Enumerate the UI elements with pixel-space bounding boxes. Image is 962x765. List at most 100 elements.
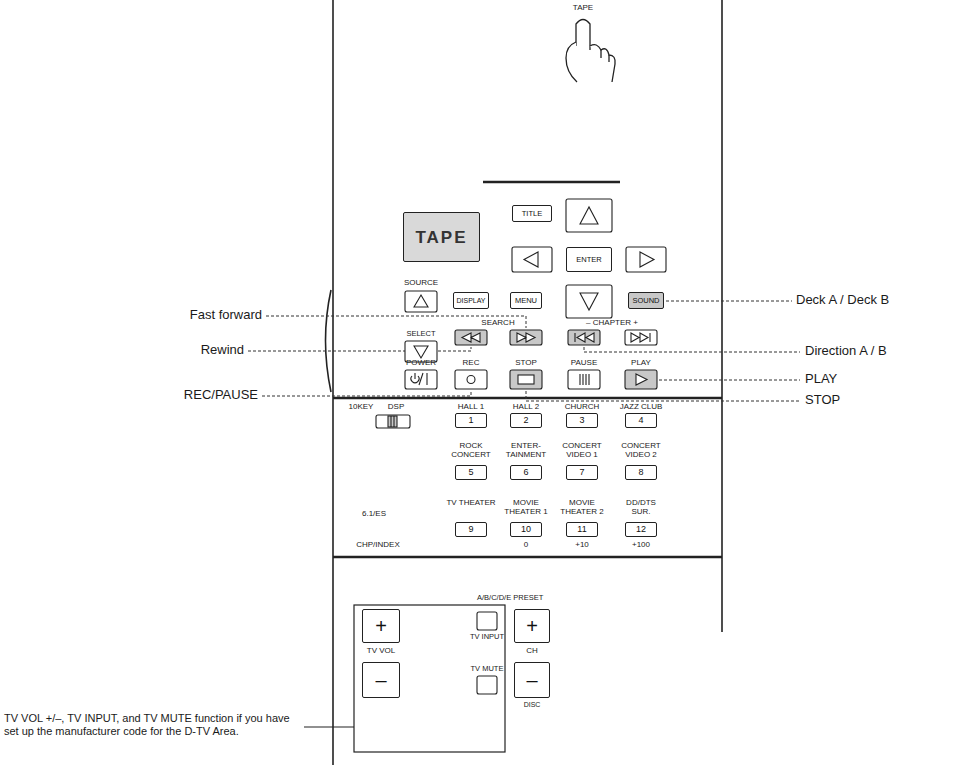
chapter-plus-button bbox=[625, 330, 657, 345]
button-caption: TV VOL bbox=[356, 647, 406, 656]
button-caption: DSP bbox=[381, 403, 411, 412]
callout-text: Deck A / Deck B bbox=[796, 293, 946, 308]
callout-text: Fast forward bbox=[150, 308, 262, 323]
menu-button: MENU bbox=[510, 292, 542, 309]
button-text: + bbox=[526, 616, 538, 636]
right-button bbox=[626, 247, 666, 272]
callout-frame bbox=[354, 605, 505, 752]
rewind-symbol bbox=[462, 333, 480, 342]
button-text: 9 bbox=[468, 525, 473, 534]
power-button bbox=[405, 370, 437, 389]
left-button bbox=[512, 247, 552, 272]
button-text: 12 bbox=[636, 525, 646, 534]
button-caption: – CHAPTER + bbox=[572, 319, 652, 328]
button-caption: SEARCH bbox=[473, 319, 523, 328]
chapter-minus-button bbox=[568, 330, 600, 345]
button-text: DISPLAY bbox=[456, 297, 485, 304]
fast-forward-button bbox=[510, 330, 542, 345]
number-button: 7 bbox=[566, 465, 598, 480]
callout-text: PLAY bbox=[805, 372, 925, 387]
sound-button: SOUND bbox=[628, 292, 664, 309]
button-caption: TV MUTE bbox=[462, 665, 512, 673]
up-button bbox=[566, 199, 612, 232]
button-caption: CONCERT VIDEO 2 bbox=[617, 442, 665, 460]
number-button: 9 bbox=[455, 522, 487, 537]
button-caption: DISC bbox=[515, 701, 549, 709]
skip-forward-symbol bbox=[631, 333, 650, 342]
button-caption: DD/DTS SUR. bbox=[616, 499, 666, 517]
tv-input-button bbox=[477, 612, 497, 630]
number-button: 12 bbox=[625, 522, 657, 537]
housing-edge bbox=[721, 0, 723, 632]
button-caption: +100 bbox=[624, 541, 658, 550]
number-button: 10 bbox=[510, 522, 542, 537]
button-caption: CONCERT VIDEO 1 bbox=[558, 442, 606, 460]
number-button: 2 bbox=[510, 413, 542, 428]
left-symbol bbox=[524, 252, 538, 267]
leader-line bbox=[266, 316, 526, 328]
source-up-button bbox=[405, 291, 437, 312]
callout-text: TV VOL +/–, TV INPUT, and TV MUTE functi… bbox=[4, 712, 298, 737]
rec-symbol bbox=[467, 376, 475, 384]
button-caption: HALL 2 bbox=[500, 403, 552, 412]
leader-line bbox=[666, 301, 792, 302]
button-text: + bbox=[375, 616, 387, 636]
button-caption: CHURCH bbox=[556, 403, 608, 412]
leader-line bbox=[304, 726, 354, 727]
divider bbox=[333, 556, 722, 558]
leader-line bbox=[659, 380, 800, 381]
housing-edge bbox=[332, 0, 334, 765]
switch-grip bbox=[391, 416, 394, 427]
button-text: – bbox=[526, 670, 537, 690]
lcd-display: TAPE bbox=[403, 212, 480, 262]
play-button bbox=[625, 370, 657, 389]
button-caption: SELECT bbox=[401, 330, 441, 338]
right-symbol bbox=[640, 252, 654, 267]
number-button: 11 bbox=[566, 522, 598, 537]
callout-text: REC/PAUSE bbox=[130, 388, 258, 403]
power-symbol bbox=[411, 373, 427, 385]
button-caption: POWER bbox=[399, 359, 443, 368]
rewind-button bbox=[455, 330, 487, 345]
number-button: 8 bbox=[625, 465, 657, 480]
button-text: 5 bbox=[468, 468, 473, 477]
number-button: 5 bbox=[455, 465, 487, 480]
tv-mute-button bbox=[477, 676, 497, 694]
play-symbol bbox=[636, 374, 647, 385]
callout-text: Direction A / B bbox=[805, 344, 955, 359]
skip-back-symbol bbox=[575, 333, 594, 342]
tv-vol-up-button: + bbox=[362, 609, 400, 643]
title-button: TITLE bbox=[512, 205, 552, 222]
number-button: 3 bbox=[566, 413, 598, 428]
button-caption: MOVIE THEATER 1 bbox=[501, 499, 551, 517]
button-caption: STOP bbox=[504, 359, 548, 368]
slide-switch bbox=[376, 415, 410, 428]
button-caption: PAUSE bbox=[562, 359, 606, 368]
button-caption: JAZZ CLUB bbox=[613, 403, 669, 412]
button-caption: TV INPUT bbox=[462, 633, 512, 641]
pause-symbol bbox=[580, 374, 589, 385]
button-text: 7 bbox=[579, 468, 584, 477]
down-button bbox=[566, 285, 612, 318]
button-text: 10 bbox=[521, 525, 531, 534]
button-caption: TV THEATER bbox=[446, 499, 496, 508]
divider bbox=[333, 397, 722, 399]
button-text: 8 bbox=[638, 468, 643, 477]
rec-button bbox=[455, 370, 487, 389]
pause-button bbox=[568, 370, 600, 389]
button-caption: SOURCE bbox=[396, 279, 446, 288]
button-text: 4 bbox=[638, 416, 643, 425]
ch-up-button: + bbox=[514, 609, 550, 643]
button-text: 3 bbox=[579, 416, 584, 425]
button-text: MENU bbox=[515, 297, 537, 305]
number-button: 4 bbox=[625, 413, 657, 428]
display-button: DISPLAY bbox=[453, 292, 489, 309]
up-symbol bbox=[580, 207, 598, 224]
button-text: SOUND bbox=[632, 297, 659, 305]
leader-line bbox=[262, 391, 471, 396]
leader-line bbox=[584, 347, 800, 352]
button-caption: PLAY bbox=[619, 359, 663, 368]
button-caption: ENTER- TAINMENT bbox=[502, 442, 550, 460]
button-text: 6 bbox=[523, 468, 528, 477]
button-text: 1 bbox=[468, 416, 473, 425]
